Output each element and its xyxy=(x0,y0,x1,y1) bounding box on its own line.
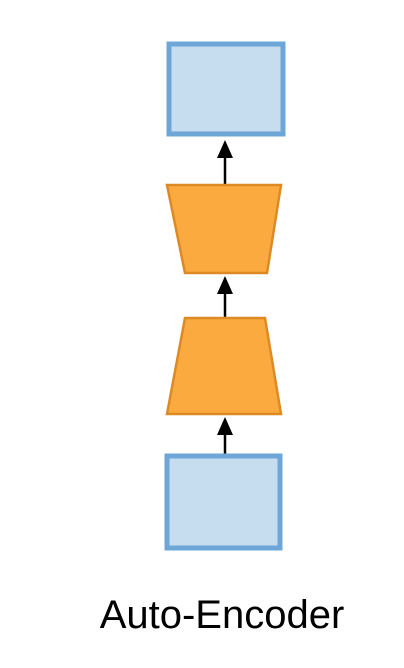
diagram-caption: Auto-Encoder xyxy=(100,593,345,637)
output-box xyxy=(166,41,286,137)
arrow-decoder-to-output xyxy=(217,140,233,185)
input-box xyxy=(164,453,283,551)
arrow-input-to-encoder xyxy=(217,417,233,456)
encoder-trapezoid xyxy=(165,316,283,416)
arrow-encoder-to-decoder xyxy=(217,276,233,318)
decoder-trapezoid xyxy=(165,183,283,275)
